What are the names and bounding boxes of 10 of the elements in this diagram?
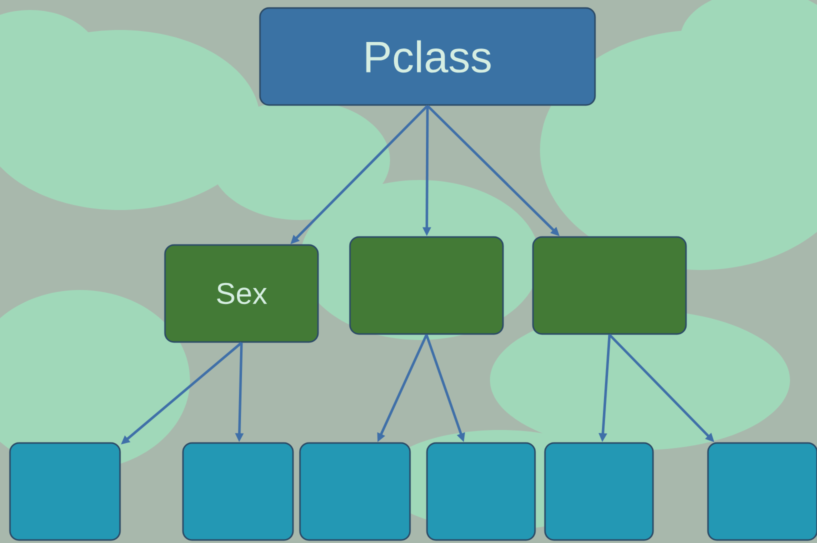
process-box: Pclass — [259, 7, 596, 106]
empty-box — [426, 442, 536, 541]
empty-box — [299, 442, 411, 541]
process-box: Sex — [164, 244, 319, 343]
empty-box — [182, 442, 294, 541]
empty-box — [532, 236, 687, 335]
empty-box — [349, 236, 504, 335]
empty-box — [707, 442, 817, 541]
empty-box — [544, 442, 654, 541]
empty-box — [9, 442, 121, 541]
